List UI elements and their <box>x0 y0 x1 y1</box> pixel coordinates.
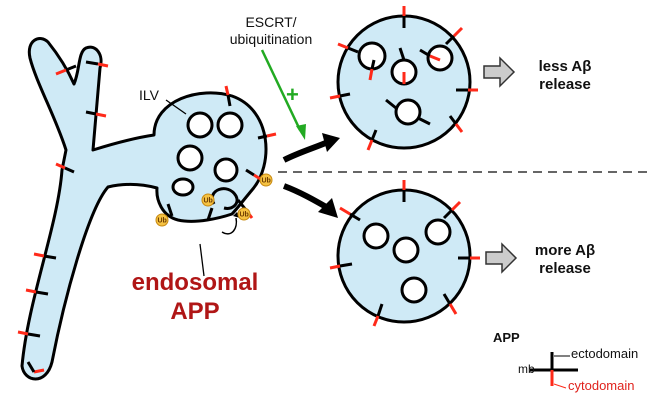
escrt-line-1: ESCRT/ <box>245 14 297 30</box>
endosomal-app-label: endosomal APP <box>120 268 270 326</box>
ilv-vesicle <box>392 236 420 264</box>
app-markers-bottom <box>329 180 480 327</box>
endosomal-pointer <box>199 243 205 277</box>
ilv-vesicle <box>424 218 452 246</box>
more-line-2: release <box>539 260 591 277</box>
svg-text:Ub: Ub <box>262 178 271 185</box>
ilv-vesicle <box>176 144 204 172</box>
ub-tag: Ub <box>155 213 169 227</box>
ub-tag: Ub <box>201 193 215 207</box>
gray-arrow-top <box>483 56 516 88</box>
legend-title: APP <box>493 330 520 345</box>
endosomal-line-1: endosomal <box>131 269 259 296</box>
curved-arrow <box>221 217 238 235</box>
escrt-arrow <box>260 49 302 131</box>
legend-ectodomain: ectodomain <box>571 346 639 361</box>
ilv-vesicle <box>213 157 239 183</box>
endosomal-line-2: APP <box>170 298 220 325</box>
ilv-vesicle <box>362 222 390 250</box>
escrt-label: ESCRT/ ubiquitination <box>206 14 336 48</box>
svg-text:Ub: Ub <box>240 212 249 219</box>
more-release-label: more Aβ release <box>520 242 610 278</box>
ilv-label: ILV <box>139 87 159 103</box>
ub-tag: Ub <box>259 173 273 187</box>
ilv-vesicle <box>186 111 214 139</box>
ilv-vesicle <box>426 44 454 72</box>
legend-mb: mb <box>518 362 535 376</box>
ilv-vesicle <box>216 111 244 139</box>
gray-arrow-bottom <box>485 242 518 274</box>
legend-app-symbol <box>530 352 578 386</box>
legend-cytodomain: cytodomain <box>568 378 635 393</box>
arrow-up <box>282 139 330 163</box>
app-markers-top <box>329 6 478 151</box>
plus-sign: + <box>286 82 299 107</box>
escrt-line-2: ubiquitination <box>229 31 313 47</box>
more-line-1: more Aβ <box>534 242 596 259</box>
arrow-down <box>282 183 330 211</box>
ilv-vesicle <box>394 98 422 126</box>
less-line-2: release <box>539 76 591 93</box>
ub-tag: Ub <box>237 207 251 221</box>
ilv-vesicle <box>171 177 195 197</box>
ilv-vesicle <box>400 276 428 304</box>
less-release-label: less Aβ release <box>520 58 610 94</box>
budding-ilv <box>210 187 239 210</box>
less-line-1: less Aβ <box>538 58 592 75</box>
svg-text:Ub: Ub <box>204 198 213 205</box>
ilv-pointer <box>165 99 187 115</box>
svg-text:Ub: Ub <box>158 218 167 225</box>
